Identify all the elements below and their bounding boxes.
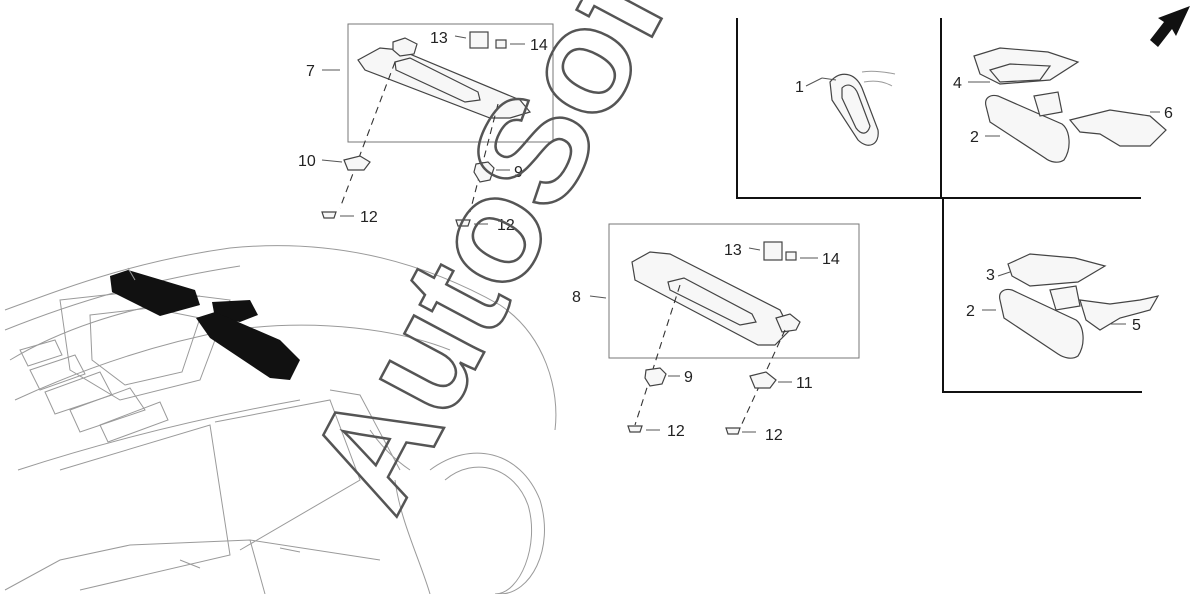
callout-9-right: 9 (684, 369, 693, 386)
callout-10: 10 (298, 153, 316, 170)
callout-9-left: 9 (514, 164, 523, 181)
callout-6: 6 (1164, 105, 1173, 122)
callout-2-lower: 2 (966, 303, 975, 320)
callout-7: 7 (306, 63, 315, 80)
mirror-cover-upper-b[interactable] (1007, 253, 1107, 287)
visor-right-holder[interactable] (749, 371, 777, 389)
headliner-pad-right (196, 312, 300, 380)
interior-mirror-assembly-a (968, 47, 1167, 163)
visor-right-box (608, 223, 860, 359)
visor-left-label (469, 31, 489, 49)
callout-13-b: 13 (724, 242, 742, 259)
callout-4: 4 (953, 75, 962, 92)
callout-8: 8 (572, 289, 581, 306)
mirror-cover-lower-b[interactable] (1079, 295, 1160, 331)
screw-left-b (455, 219, 471, 227)
visor-left-box (347, 23, 554, 143)
callout-labels: 1 2 2 3 4 5 6 7 8 9 9 10 11 12 12 12 12 … (298, 30, 1173, 444)
screw-right-b (725, 427, 741, 435)
visor-right-hardware (627, 284, 792, 435)
callout-12-a: 12 (360, 209, 378, 226)
callout-11: 11 (796, 375, 813, 392)
callout-14-b: 14 (822, 251, 840, 268)
mirror-a[interactable] (985, 94, 1070, 163)
interior-mirror-basic (805, 70, 896, 146)
callout-1: 1 (795, 79, 804, 96)
screw-left-a (321, 211, 337, 219)
visor-left-clip (495, 39, 507, 49)
headliner-pad-left (110, 270, 200, 316)
visor-right-hook[interactable] (644, 367, 667, 387)
visor-right-clip (785, 251, 797, 261)
sun-visor-left-group (322, 23, 554, 143)
callout-5: 5 (1132, 317, 1141, 334)
north-east-arrow-icon (1150, 6, 1190, 47)
vehicle-roof-illustration (4, 245, 557, 594)
section-frames (736, 18, 1142, 393)
visor-left-hardware (321, 61, 510, 227)
callout-12-d: 12 (765, 427, 783, 444)
callout-14-a: 14 (530, 37, 548, 54)
visor-left-holder[interactable] (343, 155, 371, 171)
visor-left-hook[interactable] (473, 161, 495, 183)
screw-right-a (627, 425, 643, 433)
sun-visor-right-group (589, 223, 860, 359)
callout-2-upper: 2 (970, 129, 979, 146)
callout-12-b: 12 (497, 217, 515, 234)
callout-3: 3 (986, 267, 995, 284)
callout-13-a: 13 (430, 30, 448, 47)
mirror-cover-lower-a[interactable] (1068, 109, 1167, 147)
interior-mirror-assembly-b (982, 253, 1160, 359)
visor-right-label (763, 241, 783, 261)
mirror-b[interactable] (999, 288, 1084, 359)
callout-12-c: 12 (667, 423, 685, 440)
